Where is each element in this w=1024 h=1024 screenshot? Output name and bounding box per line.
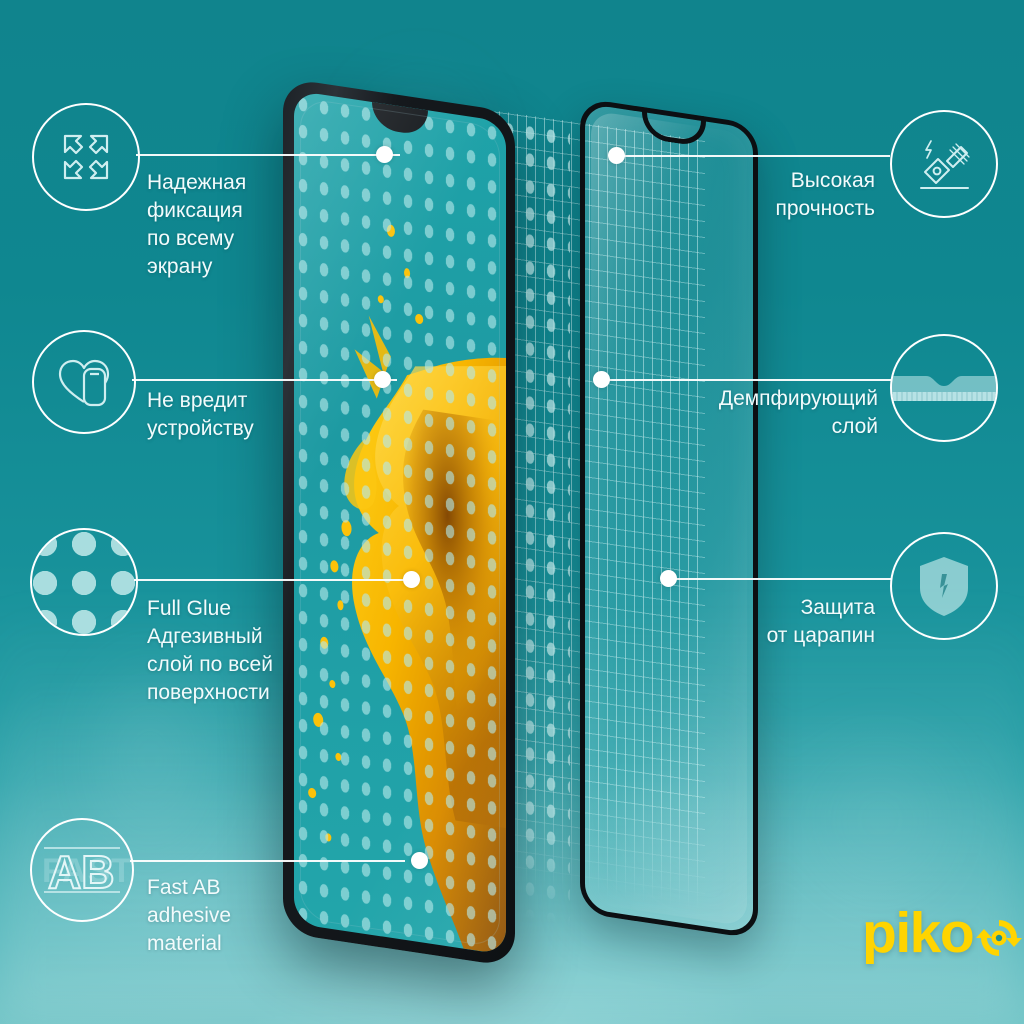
svg-text:FAST: FAST xyxy=(42,852,132,890)
piko-circular-arrow-mark xyxy=(976,920,1023,956)
phone-screen xyxy=(294,90,506,955)
connector-line xyxy=(130,860,405,862)
feature-label: Защита от царапин xyxy=(766,596,875,647)
connector-endpoint-dot xyxy=(411,852,428,869)
connector-line xyxy=(134,579,419,581)
product-exploded-view xyxy=(255,77,758,968)
brand-logo[interactable]: piko xyxy=(862,901,1023,965)
adhesive-dots-icon xyxy=(30,528,138,636)
connector-line xyxy=(668,578,892,580)
cushion-layer-icon xyxy=(890,334,998,442)
feature-label: Демпфирующий слой xyxy=(718,387,878,438)
connector-endpoint-dot xyxy=(374,371,391,388)
brand-name: piko xyxy=(862,901,975,965)
connector-line xyxy=(132,379,397,381)
expand-arrows-icon xyxy=(32,103,140,211)
tempered-glass-protector xyxy=(580,97,758,940)
connector-line xyxy=(615,155,890,157)
connector-endpoint-dot xyxy=(403,571,420,588)
ab-glyph: FAST AB xyxy=(42,845,132,899)
feature-label: Не вредит устройству xyxy=(147,389,254,440)
phone-device xyxy=(283,77,515,968)
connector-line xyxy=(136,154,400,156)
connector-endpoint-dot xyxy=(608,147,625,164)
adhesive-dot-pattern xyxy=(32,530,136,634)
connector-endpoint-dot xyxy=(660,570,677,587)
feature-label: Fast AB adhesive material xyxy=(147,876,232,955)
heart-phone-icon xyxy=(32,330,136,434)
hammer-impact-icon xyxy=(890,110,998,218)
ab-letters-icon: FAST AB xyxy=(30,818,134,922)
glass-sheen xyxy=(591,110,747,927)
svg-text:AB: AB xyxy=(48,846,114,898)
cushion-glyph xyxy=(892,376,996,401)
shield-glyph xyxy=(920,557,968,616)
shield-icon xyxy=(890,532,998,640)
feature-label: Высокая прочность xyxy=(775,169,875,220)
feature-label: Full Glue Адгезивный слой по всей поверх… xyxy=(147,597,273,704)
feature-label: Надежная фиксация по всему экрану xyxy=(147,171,247,278)
connector-endpoint-dot xyxy=(593,371,610,388)
connector-endpoint-dot xyxy=(376,146,393,163)
connector-line xyxy=(600,379,892,381)
